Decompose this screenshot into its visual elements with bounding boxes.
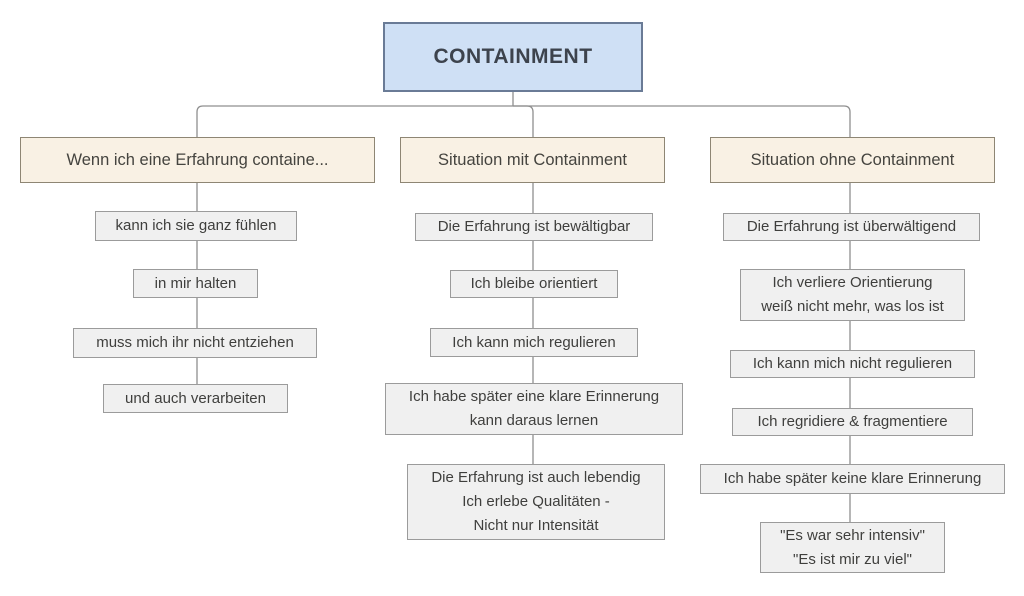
col3-node-6: "Es war sehr intensiv" "Es ist mir zu vi… — [760, 522, 945, 573]
node-text: Ich habe später eine klare Erinnerung — [408, 388, 660, 405]
node-text: Ich erlebe Qualitäten - — [462, 493, 610, 510]
col2-node-2: Ich bleibe orientiert — [450, 270, 618, 298]
node-text: muss mich ihr nicht entziehen — [96, 334, 294, 351]
col3-node-5: Ich habe später keine klare Erinnerung — [700, 464, 1005, 494]
node-text: kann daraus lernen — [469, 412, 599, 429]
node-text: Die Erfahrung ist bewältigbar — [437, 218, 631, 235]
col2-node-3: Ich kann mich regulieren — [430, 328, 638, 357]
col3-node-3: Ich kann mich nicht regulieren — [730, 350, 975, 378]
node-text: weiß nicht mehr, was los ist — [761, 298, 944, 315]
column-header-wenn-ich-containe: Wenn ich eine Erfahrung containe... — [20, 137, 375, 183]
node-text: Ich kann mich nicht regulieren — [752, 355, 953, 372]
col1-node-3: muss mich ihr nicht entziehen — [73, 328, 317, 358]
header-label: Situation mit Containment — [438, 150, 627, 169]
node-text: "Es ist mir zu viel" — [793, 550, 912, 568]
col1-node-2: in mir halten — [133, 269, 258, 298]
node-text: Ich regridiere & fragmentiere — [757, 413, 948, 430]
edge-middle-drop — [513, 105, 534, 137]
col2-node-5: Die Erfahrung ist auch lebendig Ich erle… — [407, 464, 665, 540]
node-text: Ich habe später keine klare Erinnerung — [723, 470, 982, 487]
column-header-mit-containment: Situation mit Containment — [400, 137, 665, 183]
column-header-ohne-containment: Situation ohne Containment — [710, 137, 995, 183]
node-text: Nicht nur Intensität — [473, 517, 599, 534]
col2-node-1: Die Erfahrung ist bewältigbar — [415, 213, 653, 241]
header-label: Wenn ich eine Erfahrung containe... — [66, 150, 329, 169]
col3-node-1: Die Erfahrung ist überwältigend — [723, 213, 980, 241]
col1-node-4: und auch verarbeiten — [103, 384, 288, 413]
edge-rail — [196, 105, 851, 137]
node-text: Ich bleibe orientiert — [470, 275, 598, 292]
node-text: und auch verarbeiten — [125, 389, 266, 407]
node-text: "Es war sehr intensiv" — [780, 526, 925, 544]
col3-node-2: Ich verliere Orientierung weiß nicht meh… — [740, 269, 965, 321]
node-text: Die Erfahrung ist auch lebendig — [431, 469, 641, 486]
header-label: Situation ohne Containment — [750, 150, 955, 169]
root-node-containment: CONTAINMENT — [383, 22, 643, 92]
col1-node-1: kann ich sie ganz fühlen — [95, 211, 297, 241]
col2-node-4: Ich habe später eine klare Erinnerung ka… — [385, 383, 683, 435]
node-text: Ich verliere Orientierung — [772, 274, 933, 291]
node-text: in mir halten — [154, 274, 237, 292]
node-text: kann ich sie ganz fühlen — [115, 217, 277, 234]
node-text: Ich kann mich regulieren — [452, 333, 616, 351]
col3-node-4: Ich regridiere & fragmentiere — [732, 408, 973, 436]
node-text: Die Erfahrung ist überwältigend — [746, 218, 957, 235]
root-label: CONTAINMENT — [433, 45, 593, 68]
